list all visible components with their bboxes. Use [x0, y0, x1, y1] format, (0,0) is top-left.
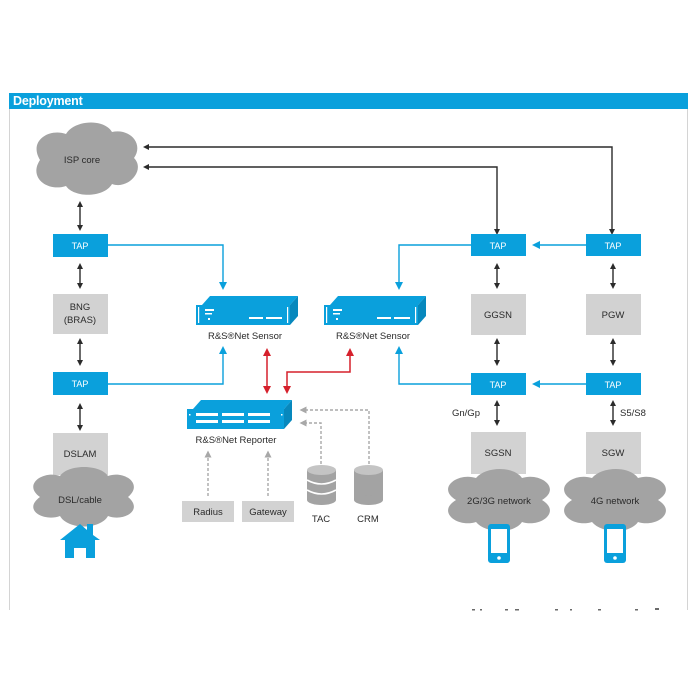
isp-link-to-pgw-tap — [143, 144, 615, 235]
smartphone-icon — [488, 524, 510, 563]
net-reporter-label: R&S®Net Reporter — [196, 435, 277, 446]
tap-pgw-bottom: TAP — [586, 373, 641, 395]
node-gateway: Gateway — [242, 501, 294, 522]
net-sensor-left-label: R&S®Net Sensor — [208, 331, 282, 342]
svg-text:SGW: SGW — [602, 448, 625, 459]
svg-text:DSLAM: DSLAM — [64, 449, 97, 460]
svg-text:TAP: TAP — [72, 241, 89, 251]
node-sgsn: SGSN — [471, 432, 526, 474]
feed-left-top-tap-to-sensor — [108, 244, 227, 290]
house-icon — [60, 524, 100, 558]
rack-appliance-icon — [324, 296, 426, 325]
svg-text:CRM: CRM — [357, 514, 379, 525]
link-sensor-right-reporter — [283, 348, 354, 394]
node-bng: BNG (BRAS) — [53, 294, 108, 334]
net-sensor-right: R&S®Net Sensor — [324, 296, 426, 342]
section-header: Deployment — [9, 93, 688, 109]
cropped-footnote-text — [472, 608, 659, 611]
svg-text:DSL/cable: DSL/cable — [58, 495, 102, 506]
feed-ggsn-top-tap-to-sensor — [395, 244, 471, 290]
feed-tac-to-reporter — [299, 419, 322, 464]
svg-text:TAP: TAP — [605, 380, 622, 390]
database-crm: CRM — [354, 465, 383, 525]
isp-link-to-ggsn-tap — [143, 164, 500, 235]
database-icon — [306, 465, 337, 505]
database-icon — [354, 465, 383, 505]
node-sgw: SGW — [586, 432, 641, 474]
tap-left-top: TAP — [53, 234, 108, 257]
svg-text:TAC: TAC — [312, 514, 330, 525]
section-title: Deployment — [13, 94, 83, 108]
feed-crm-to-reporter — [299, 406, 370, 464]
svg-text:4G network: 4G network — [591, 496, 640, 507]
cloud-dsl-cable: DSL/cable — [33, 467, 134, 527]
svg-text:TAP: TAP — [605, 241, 622, 251]
cloud-2g3g-network: 2G/3G network — [448, 469, 550, 531]
node-radius: Radius — [182, 501, 234, 522]
net-sensor-right-label: R&S®Net Sensor — [336, 331, 410, 342]
svg-text:2G/3G network: 2G/3G network — [467, 496, 531, 507]
tap-left-bottom: TAP — [53, 372, 108, 395]
tap-pgw-top: TAP — [586, 234, 641, 256]
cloud-isp-core-label: ISP core — [64, 155, 100, 166]
svg-text:TAP: TAP — [72, 379, 89, 389]
svg-text:GGSN: GGSN — [484, 310, 512, 321]
interface-gn-gp: Gn/Gp — [452, 408, 480, 419]
net-reporter: R&S®Net Reporter — [187, 400, 292, 446]
svg-text:Radius: Radius — [193, 507, 223, 518]
feed-left-bottom-tap-to-sensor — [108, 346, 227, 385]
interface-s5-s8: S5/S8 — [620, 408, 646, 419]
database-tac: TAC — [306, 465, 337, 525]
node-pgw: PGW — [586, 294, 641, 335]
svg-text:PGW: PGW — [602, 310, 625, 321]
svg-text:SGSN: SGSN — [485, 448, 512, 459]
cloud-4g-network: 4G network — [564, 469, 666, 531]
svg-text:Gateway: Gateway — [249, 507, 287, 518]
diagram-frame — [9, 93, 688, 610]
smartphone-icon — [604, 524, 626, 563]
cloud-isp-core: ISP core — [36, 122, 138, 195]
svg-text:TAP: TAP — [490, 241, 507, 251]
tap-ggsn-top: TAP — [471, 234, 526, 256]
net-sensor-left: R&S®Net Sensor — [196, 296, 298, 342]
svg-text:TAP: TAP — [490, 380, 507, 390]
svg-text:(BRAS): (BRAS) — [64, 315, 96, 326]
node-ggsn: GGSN — [471, 294, 526, 335]
svg-text:BNG: BNG — [70, 302, 91, 313]
tap-ggsn-bottom: TAP — [471, 373, 526, 395]
rack-appliance-icon — [187, 400, 292, 429]
feed-ggsn-bottom-tap-to-sensor — [395, 346, 471, 385]
rack-appliance-icon — [196, 296, 298, 325]
